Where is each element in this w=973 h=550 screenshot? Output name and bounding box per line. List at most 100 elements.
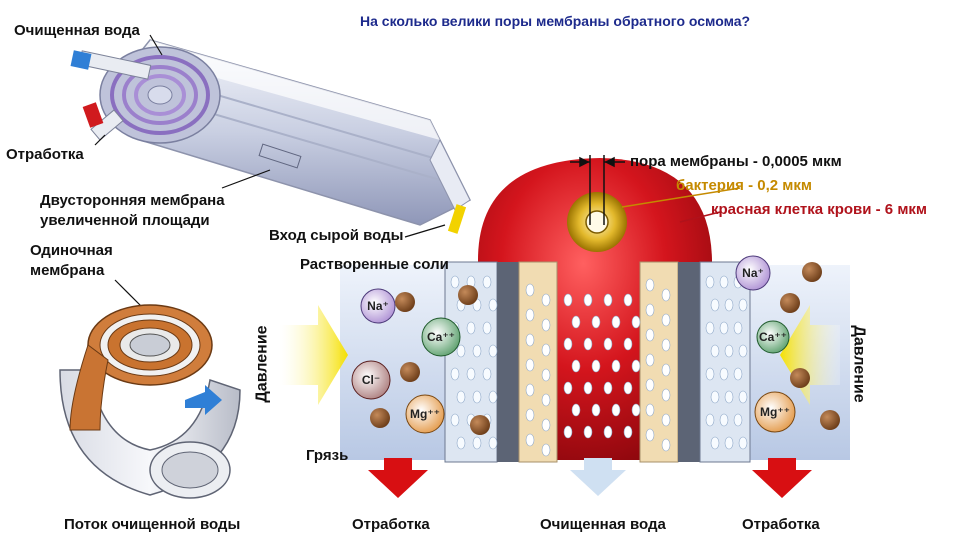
membrane-cartridge: [99, 39, 472, 226]
water-droplet: [724, 298, 734, 312]
water-droplet: [645, 353, 655, 367]
water-droplet: [661, 288, 671, 302]
water-droplet: [623, 337, 633, 351]
water-droplet: [719, 367, 729, 381]
pressure-arrow-left: [280, 305, 348, 405]
water-droplet: [738, 436, 748, 450]
water-droplet: [591, 315, 601, 329]
water-droplet: [661, 438, 671, 452]
na-ion-right-icon: [735, 255, 771, 291]
water-droplet: [611, 359, 621, 373]
water-droplet: [571, 315, 581, 329]
water-droplet: [645, 328, 655, 342]
water-droplet: [661, 313, 671, 327]
purified-water-pipe-icon: [70, 50, 152, 80]
cl-ion-left-label: Cl⁻: [361, 373, 381, 387]
water-droplet: [456, 436, 466, 450]
ca-ion-right-label: Ca⁺⁺: [758, 330, 787, 344]
pressure-label-left: Давление: [253, 325, 271, 403]
dirt-particle: [400, 362, 420, 382]
water-droplet: [719, 321, 729, 335]
water-droplet: [525, 333, 535, 347]
water-droplet: [571, 359, 581, 373]
reject-label-bottom-left: Отработка: [352, 516, 430, 533]
diagram-title: На сколько велики поры мембраны обратног…: [360, 13, 751, 29]
na-ion-left-icon: [360, 288, 396, 324]
water-droplet: [611, 315, 621, 329]
water-droplet: [583, 381, 593, 395]
water-droplet: [724, 436, 734, 450]
water-droplet: [541, 293, 551, 307]
reject-pipe-icon: [82, 102, 124, 141]
water-droplet: [525, 408, 535, 422]
pore-size-marker: [570, 155, 741, 225]
reject-label-bottom-right: Отработка: [742, 516, 820, 533]
dirt-particle: [470, 415, 490, 435]
bacteria-size-label: бактерия - 0,2 мкм: [676, 177, 812, 194]
dirt-particle: [458, 285, 478, 305]
water-droplet: [603, 293, 613, 307]
cl-ion-left-icon: [351, 360, 391, 400]
dirt-particle: [802, 262, 822, 282]
reject-arrow-right: [752, 458, 812, 498]
water-droplet: [631, 359, 641, 373]
water-droplet: [571, 403, 581, 417]
water-droplet: [541, 393, 551, 407]
water-droplet: [482, 321, 492, 335]
water-droplet: [472, 344, 482, 358]
raw-water-inlet-icon: [447, 204, 467, 234]
water-droplet: [724, 390, 734, 404]
water-droplet: [661, 413, 671, 427]
water-droplet: [603, 425, 613, 439]
purified-flow-label: Поток очищенной воды: [64, 516, 241, 533]
water-droplet: [450, 413, 460, 427]
raw-water-inlet-label: Вход сырой воды: [269, 227, 404, 244]
dirt-particle: [370, 408, 390, 428]
mg-ion-right-icon: [754, 391, 796, 433]
dirt-particle: [780, 293, 800, 313]
water-droplet: [623, 381, 633, 395]
water-droplet: [466, 321, 476, 335]
water-droplet: [541, 443, 551, 457]
dirt-particle: [395, 292, 415, 312]
single-membrane-roll: [59, 304, 241, 499]
water-droplet: [525, 433, 535, 447]
water-droplet: [563, 425, 573, 439]
water-droplet: [563, 381, 573, 395]
purified-water-label-top: Очищенная вода: [14, 22, 140, 39]
water-droplet: [705, 367, 715, 381]
water-droplet: [738, 390, 748, 404]
water-droplet: [661, 388, 671, 402]
water-droplet: [456, 390, 466, 404]
pore-size-label: пора мембраны - 0,0005 мкм: [630, 153, 842, 170]
purified-water-arrow: [570, 458, 626, 496]
water-droplet: [645, 403, 655, 417]
water-droplet: [710, 390, 720, 404]
water-droplet: [583, 337, 593, 351]
water-droplet: [541, 368, 551, 382]
water-droplet: [645, 378, 655, 392]
dirt-particle: [790, 368, 810, 388]
water-droplet: [661, 338, 671, 352]
mg-ion-left-label: Mg⁺⁺: [410, 407, 440, 421]
water-droplet: [591, 403, 601, 417]
water-droplet: [466, 367, 476, 381]
water-droplet: [603, 381, 613, 395]
water-droplet: [710, 344, 720, 358]
water-droplet: [631, 315, 641, 329]
water-droplet: [541, 343, 551, 357]
water-droplet: [563, 293, 573, 307]
water-droplet: [583, 293, 593, 307]
water-droplet: [482, 367, 492, 381]
dirt-particle: [820, 410, 840, 430]
water-droplet: [705, 321, 715, 335]
water-droplet: [710, 436, 720, 450]
water-droplet: [488, 390, 498, 404]
water-droplet: [525, 308, 535, 322]
water-droplet: [525, 358, 535, 372]
water-droplet: [738, 298, 748, 312]
dirt-label: Грязь: [306, 447, 349, 464]
water-droplet: [450, 367, 460, 381]
water-droplet: [611, 403, 621, 417]
